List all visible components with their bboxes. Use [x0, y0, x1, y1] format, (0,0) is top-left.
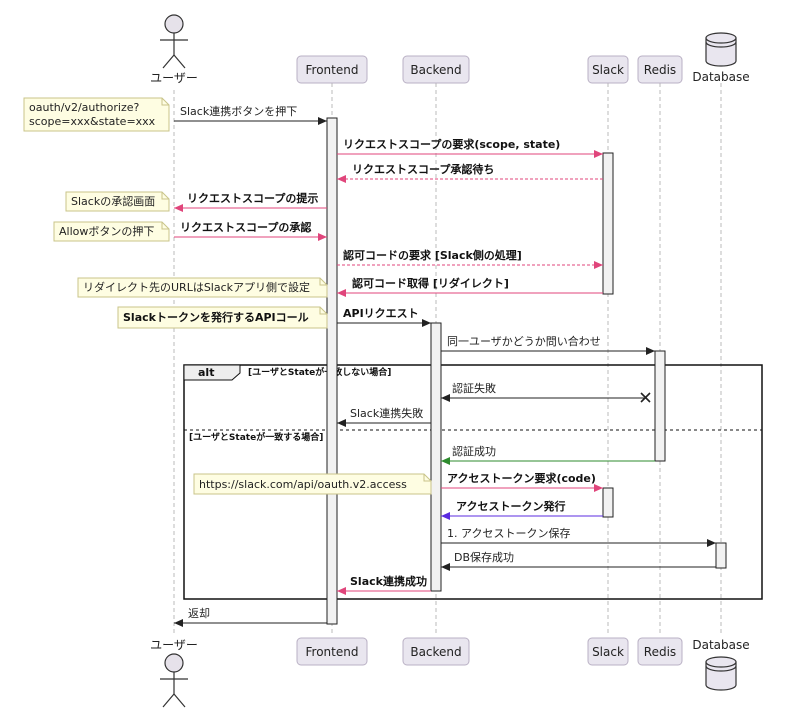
- note-oauth-access-url: https://slack.com/api/oauth.v2.access: [193, 473, 432, 495]
- participant-backend-box-bottom: [402, 637, 470, 666]
- message-db-save-success: DB保存成功: [441, 550, 716, 571]
- participant-frontend-box-top: [296, 55, 368, 84]
- note-redirect-url: リダイレクト先のURLはSlackアプリ側で設定: [77, 277, 328, 298]
- participant-frontend-label-top: Frontend: [306, 63, 359, 77]
- message-label-3: リクエストスコープ承認待ち: [352, 162, 494, 176]
- note-token-api-call: Slackトークンを発行するAPIコール: [117, 306, 328, 329]
- activation-database: [715, 542, 727, 569]
- activation-redis: [654, 350, 666, 462]
- activation-slack-1: [602, 152, 614, 295]
- participant-backend-label-top: Backend: [410, 63, 461, 77]
- actor-user-bottom-icon: [160, 653, 188, 708]
- participant-database-label-top: Database: [692, 70, 749, 84]
- participant-slack-box-top: [587, 55, 629, 84]
- message-request-access-token: アクセストークン要求(code): [441, 471, 603, 492]
- message-auth-success: 認証成功: [441, 444, 655, 465]
- message-request-scope: リクエストスコープの要求(scope, state): [337, 137, 603, 158]
- message-present-scope: リクエストスコープの提示: [174, 191, 327, 212]
- activation-bars: [326, 117, 727, 625]
- notes: oauth/v2/authorize? scope=xxx&state=xxx …: [23, 97, 432, 495]
- participant-backend-label-bottom: Backend: [410, 645, 461, 659]
- message-return: 返却: [174, 607, 327, 627]
- note-redirect-text: リダイレクト先のURLはSlackアプリ側で設定: [83, 280, 310, 294]
- messages: Slack連携ボタンを押下 リクエストスコープの要求(scope, state)…: [174, 104, 716, 627]
- participant-redis-box-top: [637, 55, 683, 84]
- message-label-14: アクセストークン発行: [456, 499, 565, 513]
- message-get-auth-code: 認可コード取得 [リダイレクト]: [337, 276, 603, 297]
- participant-user-label-bottom: ユーザー: [150, 638, 198, 652]
- participant-frontend-label-bottom: Frontend: [306, 645, 359, 659]
- actor-user-top-icon: [160, 14, 188, 69]
- message-query-same-user: 同一ユーザかどうか問い合わせ: [441, 334, 655, 355]
- message-approve-scope: リクエストスコープの承認: [174, 220, 327, 241]
- message-slack-connect-success: Slack連携成功: [337, 574, 431, 595]
- note-allow-text: Allowボタンの押下: [59, 224, 154, 238]
- participant-frontend-box-bottom: [296, 637, 368, 666]
- message-label-18: 返却: [188, 607, 210, 620]
- alt-condition-1: [ユーザとStateが一致しない場合]: [248, 366, 391, 378]
- message-label-11: Slack連携失敗: [350, 406, 423, 420]
- message-save-access-token: 1. アクセストークン保存: [441, 526, 716, 547]
- activation-slack-2: [602, 487, 614, 518]
- note-slack-approval-text: Slackの承認画面: [71, 194, 155, 208]
- participant-database-label-bottom: Database: [692, 638, 749, 652]
- message-label-4: リクエストスコープの提示: [187, 191, 318, 205]
- database-bottom-icon: [705, 656, 737, 691]
- message-label-7: 認可コード取得 [リダイレクト]: [352, 276, 509, 290]
- participant-slack-label-top: Slack: [592, 63, 624, 77]
- message-slack-connect-failed: Slack連携失敗: [337, 406, 431, 427]
- alt-fragment: alt [ユーザとStateが一致しない場合] [ユーザとStateが一致する場…: [183, 364, 763, 600]
- message-label-2: リクエストスコープの要求(scope, state): [343, 137, 560, 151]
- message-label-17: Slack連携成功: [350, 574, 427, 588]
- participant-slack-label-bottom: Slack: [592, 645, 624, 659]
- alt-condition-2: [ユーザとStateが一致する場合]: [189, 431, 323, 443]
- message-slack-connect-press: Slack連携ボタンを押下: [174, 104, 327, 125]
- participant-user-label-top: ユーザー: [150, 71, 198, 85]
- destroy-x-icon: [640, 392, 651, 403]
- participant-redis-label-bottom: Redis: [644, 645, 676, 659]
- note-slack-approval-screen: Slackの承認画面: [65, 191, 170, 212]
- alt-tag: alt: [198, 366, 214, 379]
- activation-frontend: [326, 117, 338, 625]
- activation-backend: [430, 322, 442, 592]
- note-authorize-url: oauth/v2/authorize? scope=xxx&state=xxx: [23, 97, 170, 132]
- message-label-15: 1. アクセストークン保存: [447, 526, 570, 540]
- message-label-5: リクエストスコープの承認: [180, 220, 311, 234]
- participants-bottom: ユーザー Frontend Backend Slack Redis Databa…: [150, 637, 750, 708]
- message-label-10: 認証失敗: [452, 381, 496, 395]
- note-oauth-access-text: https://slack.com/api/oauth.v2.access: [199, 478, 407, 491]
- note-authorize-line-1: oauth/v2/authorize?: [29, 101, 139, 114]
- message-api-request: APIリクエスト: [337, 307, 431, 327]
- participant-redis-label-top: Redis: [644, 63, 676, 77]
- message-label-6: 認可コードの要求 [Slack側の処理]: [343, 248, 522, 262]
- note-authorize-line-2: scope=xxx&state=xxx: [29, 115, 156, 128]
- message-scope-pending: リクエストスコープ承認待ち: [337, 162, 603, 183]
- message-auth-failed: 認証失敗: [441, 381, 651, 403]
- participant-backend-box-top: [402, 55, 470, 84]
- message-issue-access-token: アクセストークン発行: [441, 499, 603, 520]
- note-allow-button: Allowボタンの押下: [53, 221, 170, 242]
- message-label-12: 認証成功: [452, 444, 496, 458]
- message-label-16: DB保存成功: [454, 550, 514, 564]
- participant-redis-box-bottom: [637, 637, 683, 666]
- note-token-api-text: Slackトークンを発行するAPIコール: [123, 310, 309, 324]
- message-label-8: APIリクエスト: [343, 307, 419, 320]
- message-request-auth-code: 認可コードの要求 [Slack側の処理]: [337, 248, 603, 269]
- message-label-1: Slack連携ボタンを押下: [180, 104, 297, 118]
- message-label-9: 同一ユーザかどうか問い合わせ: [447, 334, 601, 348]
- message-label-13: アクセストークン要求(code): [447, 471, 596, 485]
- participant-slack-box-bottom: [587, 637, 629, 666]
- participants-top: ユーザー Frontend Backend Slack Redis Databa…: [150, 14, 750, 85]
- database-top-icon: [705, 32, 737, 67]
